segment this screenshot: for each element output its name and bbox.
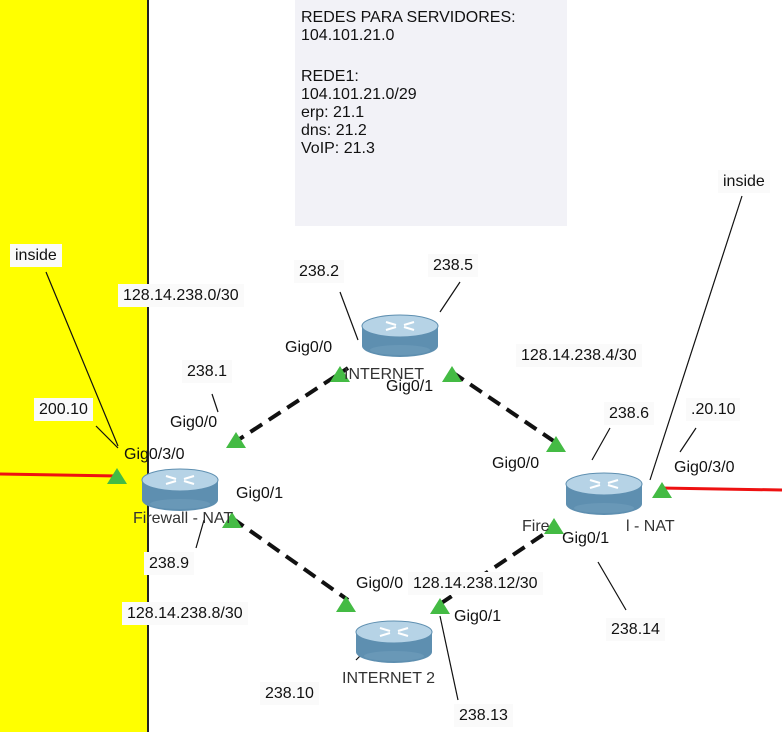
device-name-fw-right-part: Fire bbox=[522, 518, 550, 535]
leader-line bbox=[649, 195, 743, 481]
link-fwl-internet2[interactable] bbox=[230, 516, 350, 602]
label-net-238-8[interactable]: 128.14.238.8/30 bbox=[122, 602, 248, 625]
note-line: REDE1: bbox=[301, 68, 359, 85]
router-icon[interactable] bbox=[361, 314, 439, 358]
leader-line bbox=[195, 519, 205, 549]
leader-line bbox=[679, 427, 697, 453]
link-up-indicator bbox=[330, 366, 350, 382]
label-ip-238-1[interactable]: 238.1 bbox=[182, 360, 233, 383]
note-line: 104.101.21.0/29 bbox=[301, 86, 417, 103]
device-name-internet2: INTERNET 2 bbox=[342, 670, 436, 687]
link-up-indicator bbox=[226, 432, 246, 448]
leader-line bbox=[45, 271, 119, 447]
link-fwl-internet[interactable] bbox=[230, 366, 350, 446]
port-label-fwr-g01: Gig0/1 bbox=[562, 530, 610, 547]
leader-line bbox=[439, 281, 461, 313]
leader-line bbox=[597, 561, 627, 611]
link-up-indicator bbox=[546, 436, 566, 452]
label-ip-238-5[interactable]: 238.5 bbox=[428, 254, 479, 277]
router-icon[interactable] bbox=[565, 472, 643, 516]
label-ip-238-9[interactable]: 238.9 bbox=[144, 552, 195, 575]
link-up-indicator bbox=[652, 482, 672, 498]
port-label-i2-g00: Gig0/0 bbox=[356, 575, 404, 592]
link-up-indicator bbox=[430, 598, 450, 614]
note-line: 104.101.21.0 bbox=[301, 27, 395, 44]
router-icon[interactable] bbox=[141, 468, 219, 512]
link-up-indicator bbox=[442, 366, 462, 382]
note-line: VoIP: 21.3 bbox=[301, 140, 375, 157]
port-label-i2-g01: Gig0/1 bbox=[454, 608, 502, 625]
label-ip-200-10[interactable]: 200.10 bbox=[34, 398, 93, 421]
leader-line bbox=[95, 425, 119, 449]
label-ip-238-2[interactable]: 238.2 bbox=[294, 260, 345, 283]
port-label-fwl-g01: Gig0/1 bbox=[236, 485, 284, 502]
port-label-fwl-g030: Gig0/3/0 bbox=[124, 446, 185, 463]
port-label-internet-g01: Gig0/1 bbox=[386, 378, 434, 395]
router-icon[interactable] bbox=[355, 620, 433, 664]
label-net-238-12[interactable]: 128.14.238.12/30 bbox=[408, 572, 543, 595]
port-label-fwr-g030: Gig0/3/0 bbox=[674, 459, 735, 476]
link-up-indicator bbox=[544, 518, 564, 534]
label-net-238-4[interactable]: 128.14.238.4/30 bbox=[516, 344, 642, 367]
label-ip-238-13[interactable]: 238.13 bbox=[454, 704, 513, 727]
note-line: dns: 21.2 bbox=[301, 122, 367, 139]
servers-note[interactable]: REDES PARA SERVIDORES: 104.101.21.0 REDE… bbox=[295, 0, 567, 226]
note-line: erp: 21.1 bbox=[301, 104, 365, 121]
label-ip-238-10[interactable]: 238.10 bbox=[260, 682, 319, 705]
label-inside-left[interactable]: inside bbox=[10, 244, 62, 267]
inside-zone-area bbox=[0, 0, 149, 732]
link-up-indicator bbox=[336, 596, 356, 612]
port-label-fwl-g00: Gig0/0 bbox=[170, 414, 218, 431]
leader-line bbox=[439, 615, 459, 701]
port-label-internet-g00: Gig0/0 bbox=[285, 339, 333, 356]
label-ip-238-14[interactable]: 238.14 bbox=[606, 618, 665, 641]
link-up-indicator bbox=[107, 468, 127, 484]
note-line: REDES PARA SERVIDORES: bbox=[301, 9, 516, 26]
device-name-internet: INTERNET bbox=[344, 366, 424, 383]
red-link-left[interactable] bbox=[0, 472, 119, 478]
red-link-right[interactable] bbox=[659, 486, 782, 492]
port-label-fwr-g00: Gig0/0 bbox=[492, 455, 540, 472]
device-name-fw-left: Firewall - NAT bbox=[133, 510, 234, 527]
link-internet-fwr[interactable] bbox=[450, 370, 560, 446]
label-ip-238-6[interactable]: 238.6 bbox=[604, 402, 655, 425]
link-up-indicator bbox=[222, 512, 242, 528]
leader-line bbox=[339, 291, 359, 341]
label-inside-right[interactable]: inside bbox=[718, 170, 770, 193]
label-ip-20-10[interactable]: .20.10 bbox=[686, 398, 741, 421]
label-net-238-0[interactable]: 128.14.238.0/30 bbox=[118, 284, 244, 307]
leader-line bbox=[211, 393, 219, 413]
leader-line bbox=[591, 427, 611, 461]
device-name-fw-right-part: l - NAT bbox=[626, 518, 675, 535]
